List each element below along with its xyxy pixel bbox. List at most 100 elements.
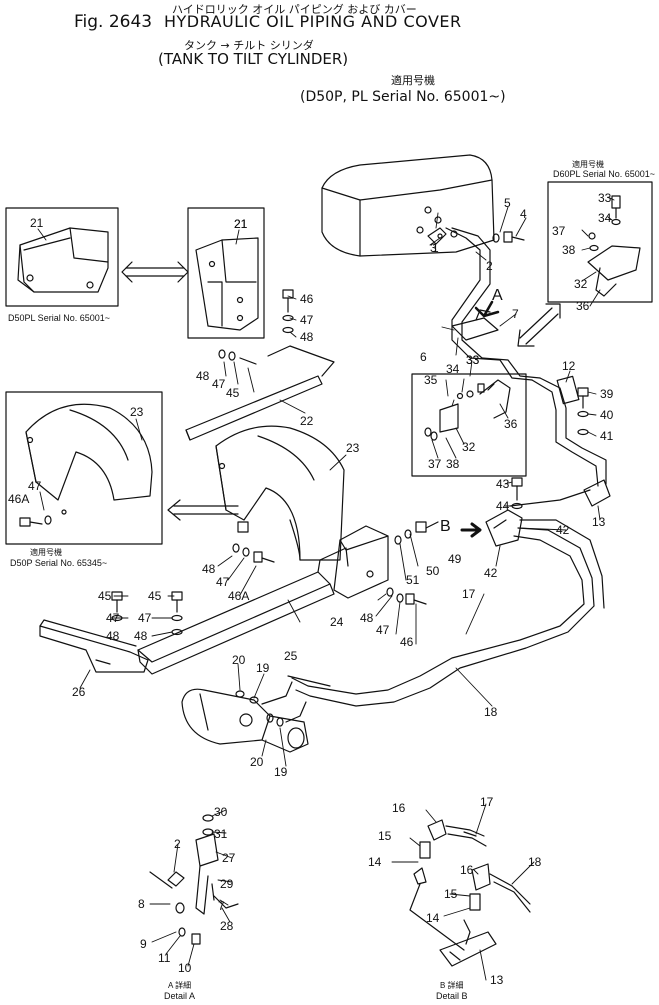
part-callout-27: 27 <box>222 851 236 865</box>
part-callout-7: 7 <box>512 307 519 321</box>
part-callout-2: 2 <box>486 259 493 273</box>
detail-b-drawing <box>409 819 531 967</box>
serial-label-japanese: 適用号機 <box>391 74 435 87</box>
part-callout-41: 41 <box>600 429 614 443</box>
frame-25 <box>137 547 349 675</box>
part-callout-33: 33 <box>466 353 480 367</box>
title-japanese: ハイドロリック オイル パイピング および カバー <box>172 3 417 16</box>
part-callout-17: 17 <box>462 587 476 601</box>
part-callout-37: 37 <box>552 224 566 238</box>
part-callout-12: 12 <box>562 359 576 373</box>
part-callout-32: 32 <box>574 277 588 291</box>
part-callout-14: 14 <box>368 855 382 869</box>
part-callout-15: 15 <box>444 887 458 901</box>
part-callout-8: 8 <box>138 897 145 911</box>
inset-cover-23-new <box>5 391 163 545</box>
part-callout-20: 20 <box>250 755 264 769</box>
part-callout-29: 29 <box>220 877 234 891</box>
part-callout-21: 21 <box>234 217 248 231</box>
part-callout-9: 9 <box>140 937 147 951</box>
inset-cover-21-new <box>187 207 265 339</box>
bracket-24 <box>333 525 389 599</box>
detail-b-letter: B <box>440 518 451 535</box>
part-callout-48: 48 <box>196 369 210 383</box>
part-callout-47: 47 <box>138 611 152 625</box>
part-callout-46: 46 <box>300 292 314 306</box>
part-callout-2: 2 <box>174 837 181 851</box>
part-callout-23: 23 <box>346 441 360 455</box>
subtitle-english: (TANK TO TILT CYLINDER) <box>158 50 349 68</box>
part-callout-14: 14 <box>426 911 440 925</box>
inset-mid-left-caption-jp: 適用号機 <box>30 547 62 557</box>
inset-cover-21-old <box>5 207 119 307</box>
part-callout-20: 20 <box>232 653 246 667</box>
part-callout-46a: 46A <box>228 589 249 603</box>
part-callout-21: 21 <box>30 216 44 230</box>
part-callout-18: 18 <box>484 705 498 719</box>
part-callout-15: 15 <box>378 829 392 843</box>
part-callout-42: 42 <box>484 566 498 580</box>
tilt-hose-block <box>531 375 611 507</box>
hoses-17-18 <box>291 489 605 707</box>
part-callout-48: 48 <box>202 562 216 576</box>
detail-a-pointer <box>474 300 500 318</box>
fittings-19-20 <box>235 675 331 727</box>
detail-b-caption: Detail B <box>436 991 468 1001</box>
detail-b-pointer <box>460 522 482 538</box>
part-callout-34: 34 <box>446 362 460 376</box>
guard-26 <box>39 619 149 673</box>
part-callout-4: 4 <box>520 207 527 221</box>
part-callout-19: 19 <box>274 765 288 779</box>
part-callout-31: 31 <box>214 827 228 841</box>
detail-a-drawing <box>149 814 239 945</box>
part-callout-42: 42 <box>556 523 570 537</box>
part-callout-40: 40 <box>600 408 614 422</box>
part-callout-38: 38 <box>562 243 576 257</box>
part-callout-24: 24 <box>330 615 344 629</box>
part-callout-39: 39 <box>600 387 614 401</box>
part-callout-1: 1 <box>432 241 439 255</box>
part-callout-6: 6 <box>420 350 427 364</box>
part-callout-47: 47 <box>216 575 230 589</box>
part-callout-28: 28 <box>220 919 234 933</box>
part-callout-44: 44 <box>496 499 510 513</box>
detail-a-caption: Detail A <box>164 991 195 1001</box>
part-callout-45: 45 <box>98 589 112 603</box>
part-callout-48: 48 <box>134 629 148 643</box>
hoses-1-2 <box>445 227 541 381</box>
cover-23 <box>215 425 345 561</box>
bolt-43-washer-44 <box>511 477 523 510</box>
tilt-cylinder <box>181 688 309 753</box>
part-callout-46: 46 <box>400 635 414 649</box>
part-callout-48: 48 <box>360 611 374 625</box>
part-callout-10: 10 <box>178 961 192 975</box>
leader-lines <box>37 196 615 981</box>
part-callout-33: 33 <box>598 191 612 205</box>
part-callout-36: 36 <box>504 417 518 431</box>
subtitle-japanese: タンク → チルト シリンダ <box>184 39 314 52</box>
cover-22 <box>185 345 335 441</box>
title-english: HYDRAULIC OIL PIPING AND COVER <box>164 12 462 31</box>
part-callout-47: 47 <box>28 479 42 493</box>
part-callout-48: 48 <box>106 629 120 643</box>
part-callout-50: 50 <box>426 564 440 578</box>
part-callout-49: 49 <box>448 552 462 566</box>
part-callout-23: 23 <box>130 405 144 419</box>
figure-number: Fig. 2643 <box>74 12 153 32</box>
part-callout-47: 47 <box>106 611 120 625</box>
part-callout-46a: 46A <box>8 492 29 506</box>
interchange-arrow-left <box>167 499 239 521</box>
part-callout-34: 34 <box>598 211 612 225</box>
part-callout-35: 35 <box>424 373 438 387</box>
part-callout-21: 21 <box>234 217 248 231</box>
part-callout-26: 26 <box>72 685 86 699</box>
inset-upper-right-caption: D60PL Serial No. 65001~ <box>553 169 655 179</box>
part-callout-11: 11 <box>158 951 171 965</box>
bolts-46-48-upper <box>218 289 294 365</box>
part-callout-33: 33 <box>466 353 480 367</box>
part-callout-22: 22 <box>300 414 314 428</box>
part-callout-17: 17 <box>480 795 494 809</box>
